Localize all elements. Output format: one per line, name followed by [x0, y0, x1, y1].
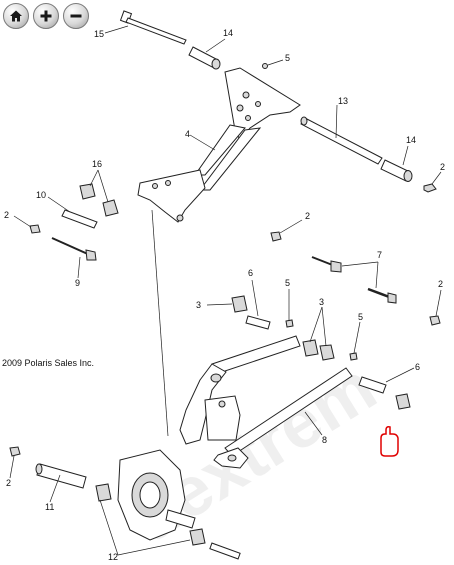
part-9-bolt: [51, 237, 97, 279]
callout-16: 16: [92, 159, 102, 169]
callout-5-middle: 5: [285, 278, 290, 288]
callout-2-right-top: 2: [440, 162, 445, 172]
part-16-bushings: [79, 169, 119, 217]
callout-2-left-lower: 2: [6, 478, 11, 488]
callout-5-right: 5: [358, 312, 363, 322]
callout-2-right-middle: 2: [438, 279, 443, 289]
callout-3-right: 3: [319, 297, 324, 307]
part-3-bushings-right: [302, 306, 335, 361]
callout-5-top: 5: [285, 53, 290, 63]
zoom-out-button[interactable]: [63, 3, 89, 29]
part-2-nut-right-middle: [429, 289, 442, 326]
callout-2-middle: 2: [305, 211, 310, 221]
callout-6-right: 6: [415, 362, 420, 372]
callout-4: 4: [185, 129, 190, 139]
part-6-sleeve-right: [358, 367, 415, 394]
callout-14-top: 14: [223, 28, 233, 38]
bearing-carrier: [117, 449, 241, 560]
zoom-in-button[interactable]: [33, 3, 59, 29]
callout-11: 11: [45, 502, 54, 512]
part-13-shaft: [300, 104, 383, 165]
part-2-nut-middle: [270, 219, 303, 242]
callout-6-left: 6: [248, 268, 253, 278]
part-5-nut-middle: [285, 289, 294, 328]
part-14-bushing-top: [188, 38, 226, 70]
part-12-bushings: [95, 483, 206, 556]
callout-9: 9: [75, 278, 80, 288]
home-icon: [10, 10, 22, 22]
part-8-lower-arm: [179, 335, 353, 469]
part-3-bushing-left: [206, 295, 248, 313]
part-2-nut-left-lower: [9, 446, 21, 479]
callout-7: 7: [377, 250, 382, 260]
copyright-text: 2009 Polaris Sales Inc.: [2, 358, 94, 368]
part-6-sleeve-left: [245, 279, 271, 330]
zoom-in-icon: [40, 10, 52, 22]
home-button[interactable]: [3, 3, 29, 29]
part-5-nut-top: [262, 59, 284, 69]
part-5-nut-right: [349, 321, 361, 361]
part-3-bushing-far-right: [395, 393, 411, 410]
part-2-nut-right-top: [423, 171, 442, 193]
callout-12: 12: [108, 552, 118, 562]
callout-3-left: 3: [196, 300, 201, 310]
hand-cursor-icon: [380, 426, 399, 457]
part-10-pin: [47, 196, 98, 229]
part-4-frame: [137, 67, 301, 437]
zoom-out-icon: [70, 14, 82, 18]
callout-15: 15: [94, 29, 104, 39]
part-15-bolt: [104, 10, 187, 45]
part-7-bolts: [311, 256, 397, 304]
part-2-nut-left: [13, 215, 41, 234]
callout-8: 8: [322, 435, 327, 445]
toolbar: [3, 3, 89, 29]
part-14-bushing-right: [380, 145, 413, 182]
callout-2-left: 2: [4, 210, 9, 220]
part-11-sleeve: [35, 463, 87, 503]
callout-10: 10: [36, 190, 46, 200]
callout-13: 13: [338, 96, 348, 106]
callout-14-right: 14: [406, 135, 416, 145]
